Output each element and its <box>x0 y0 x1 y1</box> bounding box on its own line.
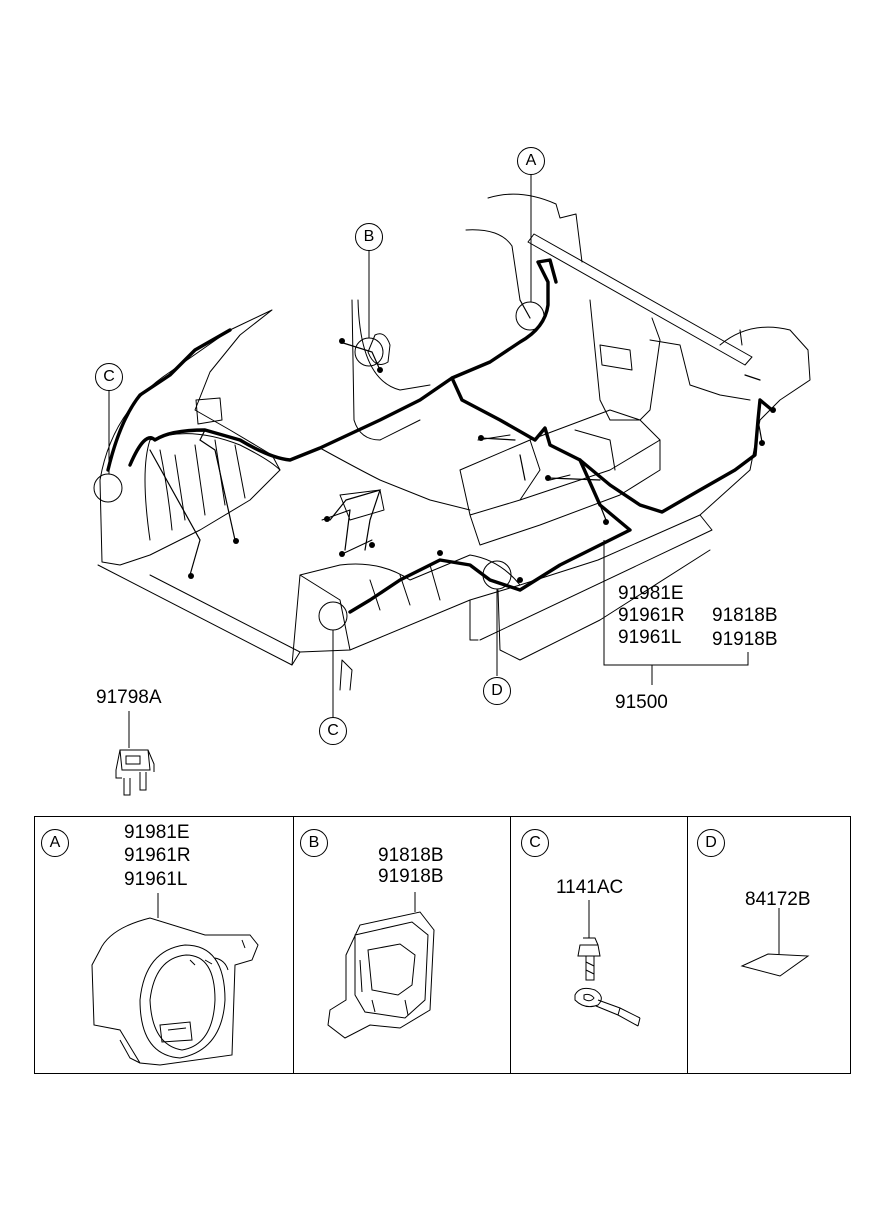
panel-b-part-1: 91818B <box>378 845 444 866</box>
panel-a-part-1: 91981E <box>124 822 190 843</box>
part-number-91981e: 91981E <box>618 583 684 604</box>
rear-cross-bar <box>527 233 753 366</box>
part-number-91798a: 91798A <box>96 687 162 708</box>
panel-divider-1 <box>293 817 295 1073</box>
pad-d-drawing <box>740 908 810 977</box>
panel-d-callout: D <box>697 829 725 857</box>
main-harness-left <box>106 258 558 472</box>
part-number-91961r: 91961R <box>618 605 685 626</box>
panel-divider-3 <box>687 817 689 1073</box>
panel-b-callout: B <box>300 829 328 857</box>
callout-a: A <box>517 147 545 175</box>
harness-front-branch <box>348 458 632 614</box>
panel-c-callout: C <box>521 829 549 857</box>
part-number-91961l: 91961L <box>618 627 682 648</box>
grommet-b-drawing <box>327 892 435 1039</box>
panel-b-part-2: 91918B <box>378 866 444 887</box>
callout-c-left: C <box>95 363 123 391</box>
front-panel-structure <box>589 299 751 421</box>
part-number-91500: 91500 <box>615 692 668 713</box>
panel-a-callout: A <box>41 829 69 857</box>
left-b-pillar <box>351 299 431 441</box>
panel-divider-2 <box>510 817 512 1073</box>
right-wheel-well <box>291 554 521 691</box>
callout-c-bottom: C <box>319 717 347 745</box>
panel-d-part-1: 84172B <box>745 889 811 910</box>
detail-panels-box <box>34 816 851 1074</box>
floor-panel-outline <box>97 564 521 666</box>
panel-a-part-2: 91961R <box>124 845 191 866</box>
cover-a-drawing <box>91 893 259 1066</box>
panel-a-part-3: 91961L <box>124 869 188 890</box>
bracket-91500 <box>603 540 749 685</box>
part-number-91918b: 91918B <box>712 629 778 650</box>
bolt-c-drawing <box>574 900 641 1027</box>
callout-b: B <box>355 223 383 251</box>
panel-c-part-1: 1141AC <box>556 877 624 898</box>
fuse-91798a-drawing <box>115 711 155 796</box>
callout-d: D <box>483 677 511 705</box>
left-wheel-well <box>99 309 281 566</box>
main-harness-right <box>450 376 774 514</box>
detail-a-location <box>515 301 545 331</box>
part-number-91818b: 91818B <box>712 605 778 626</box>
detail-c-left-location <box>93 473 123 503</box>
